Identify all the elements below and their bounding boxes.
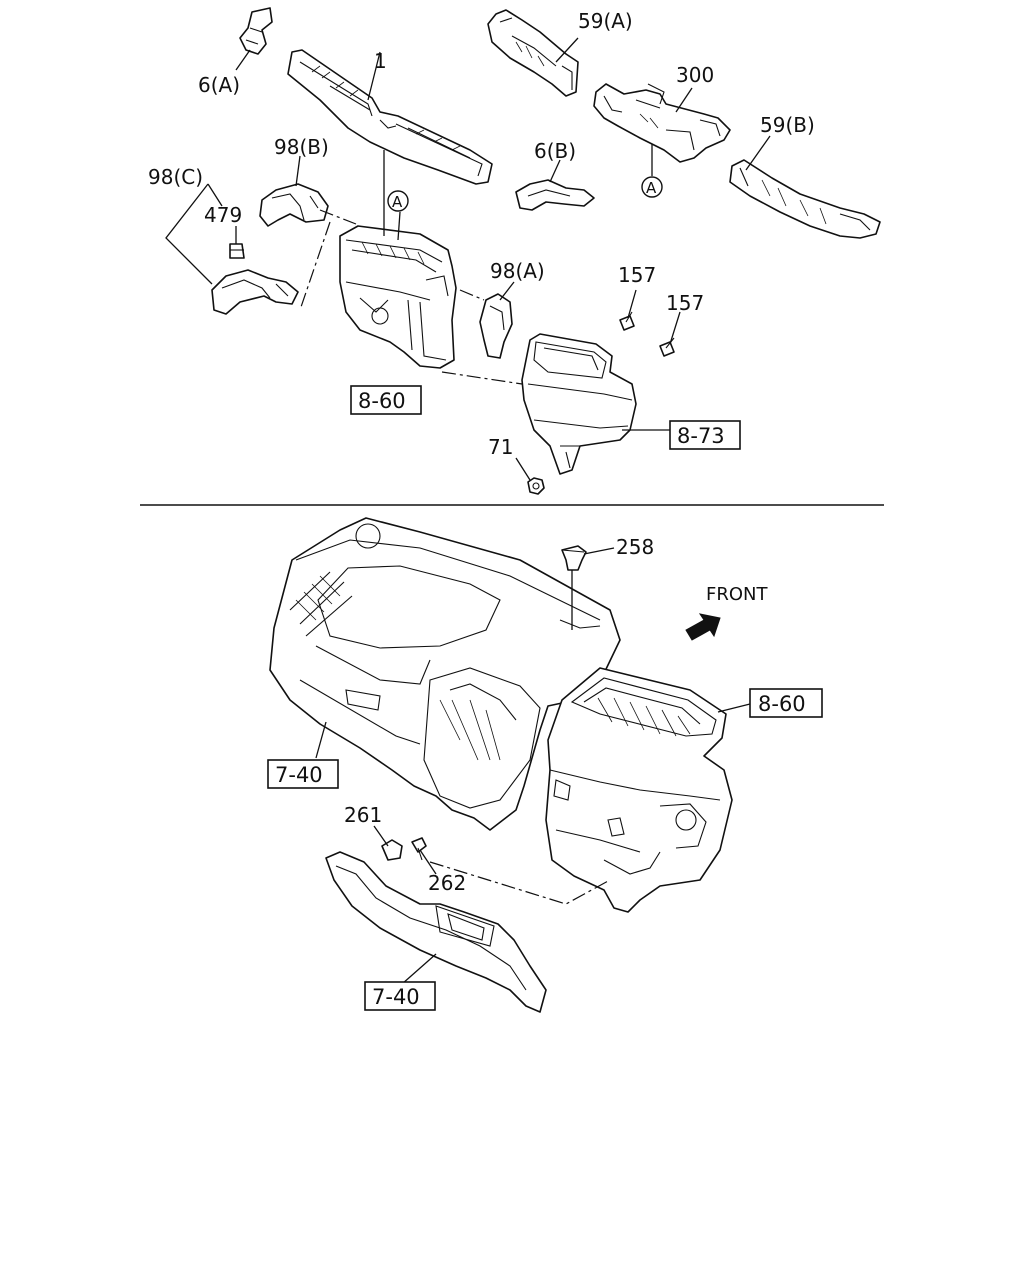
part-157-screw-2 xyxy=(659,337,675,357)
callout-98c: 98(C) xyxy=(148,165,203,189)
callout-479: 479 xyxy=(204,203,242,227)
part-71-nut xyxy=(527,477,545,495)
part-262-screw xyxy=(411,837,427,861)
svg-text:7-40: 7-40 xyxy=(372,985,420,1009)
part-59b-duct xyxy=(729,159,881,239)
callout-6b: 6(B) xyxy=(534,139,576,163)
svg-text:8-60: 8-60 xyxy=(358,389,406,413)
instrument-panel xyxy=(269,517,621,831)
part-98b-duct xyxy=(259,183,329,227)
svg-text:8-73: 8-73 xyxy=(677,424,725,448)
part-157-screw-1 xyxy=(619,311,635,331)
svg-text:7-40: 7-40 xyxy=(275,763,323,787)
callout-262: 262 xyxy=(428,871,466,895)
part-1-upper-duct xyxy=(287,49,493,185)
part-479-clip xyxy=(229,243,245,259)
callout-59a: 59(A) xyxy=(578,9,633,33)
part-300-duct xyxy=(593,83,731,163)
callout-300: 300 xyxy=(676,63,714,87)
blower-unit xyxy=(521,333,637,475)
heater-unit-top xyxy=(339,225,457,369)
heater-unit-bottom xyxy=(545,667,733,913)
callout-6a: 6(A) xyxy=(198,73,240,97)
lower-duct xyxy=(325,851,547,1013)
ref-box-7-40-lower: 7-40 xyxy=(364,981,436,1011)
svg-text:A: A xyxy=(646,179,657,197)
ref-box-8-60-bottom: 8-60 xyxy=(749,688,823,718)
callout-261: 261 xyxy=(344,803,382,827)
part-6a-elbow-duct xyxy=(239,7,273,55)
ref-box-8-73: 8-73 xyxy=(669,420,741,450)
callout-98a: 98(A) xyxy=(490,259,545,283)
callout-71: 71 xyxy=(488,435,513,459)
part-261-clip xyxy=(381,839,403,861)
part-6b-duct xyxy=(515,179,595,211)
part-98a-duct xyxy=(479,293,513,359)
ref-box-8-60-top: 8-60 xyxy=(350,385,422,415)
part-98c-duct xyxy=(211,269,299,315)
marker-a-top-right: A xyxy=(641,176,663,198)
callout-98b: 98(B) xyxy=(274,135,329,159)
front-arrow-icon xyxy=(685,613,721,641)
callout-258: 258 xyxy=(616,535,654,559)
callout-59b: 59(B) xyxy=(760,113,815,137)
svg-text:A: A xyxy=(392,193,403,211)
leader-lines-top xyxy=(165,37,771,481)
marker-a-top-left: A xyxy=(387,190,409,212)
callout-1: 1 xyxy=(374,49,387,73)
ref-box-7-40-upper: 7-40 xyxy=(267,759,339,789)
callout-157-b: 157 xyxy=(666,291,704,315)
svg-text:8-60: 8-60 xyxy=(758,692,806,716)
part-59a-duct xyxy=(487,9,579,97)
front-label: FRONT xyxy=(706,584,768,605)
callout-157-a: 157 xyxy=(618,263,656,287)
leader-lines-bottom xyxy=(315,547,751,985)
part-258-clip xyxy=(561,545,587,571)
